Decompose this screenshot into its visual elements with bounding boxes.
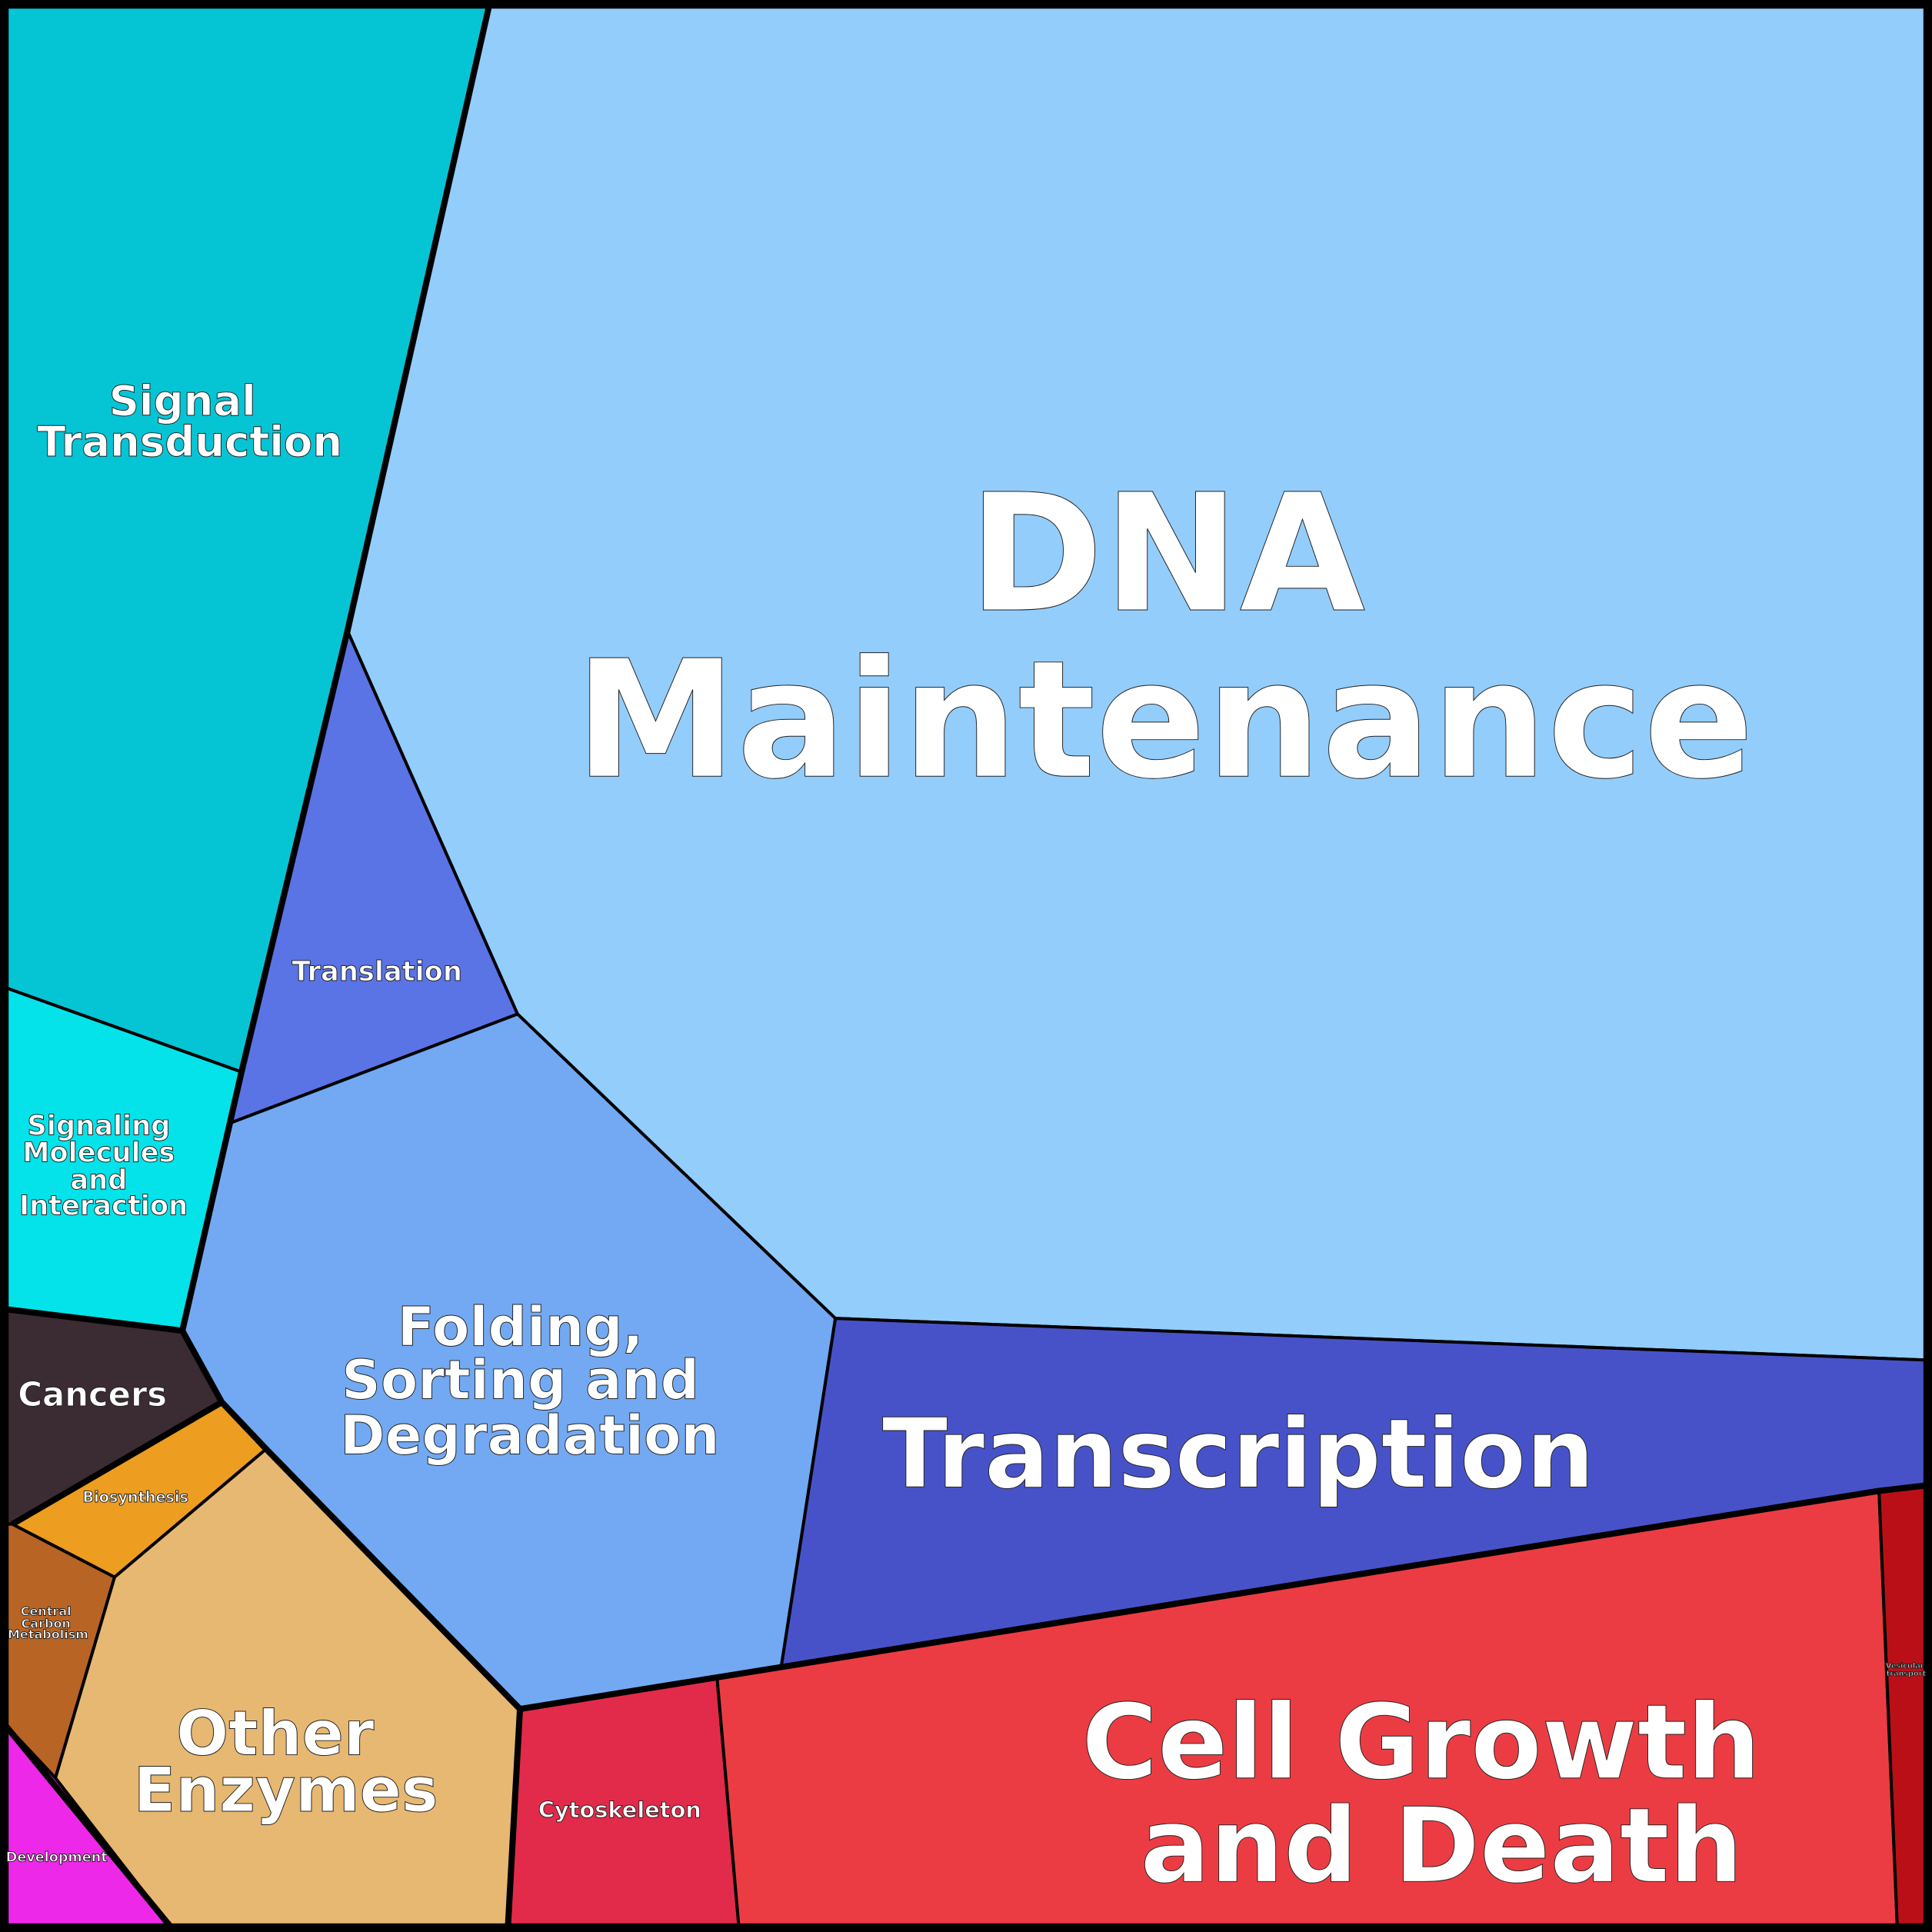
label-central-carbon: Central Carbon Metabolism xyxy=(8,1604,88,1641)
label-cancers: Cancers xyxy=(18,1376,167,1414)
label-signal-transduction: Signal Transduction xyxy=(37,376,342,466)
label-cell-growth: Cell Growth and Death xyxy=(1081,1682,1797,1907)
label-other-enzymes: Other Enzymes xyxy=(134,1697,438,1826)
label-folding: Folding, Sorting and Degradation xyxy=(340,1295,719,1467)
label-cytoskeleton: Cytoskeleton xyxy=(538,1797,701,1823)
label-translation: Translation xyxy=(292,956,462,988)
label-development: Development xyxy=(6,1850,108,1866)
label-biosynthesis: Biosynthesis xyxy=(82,1488,188,1506)
label-signaling-molecules: Signaling Molecules and Interaction xyxy=(19,1110,188,1221)
label-vesicular-transport: Vesicular transport xyxy=(1886,1662,1927,1678)
label-transcription: Transcription xyxy=(882,1399,1594,1511)
label-dna-maintenance: DNA Maintenance xyxy=(575,459,1754,814)
